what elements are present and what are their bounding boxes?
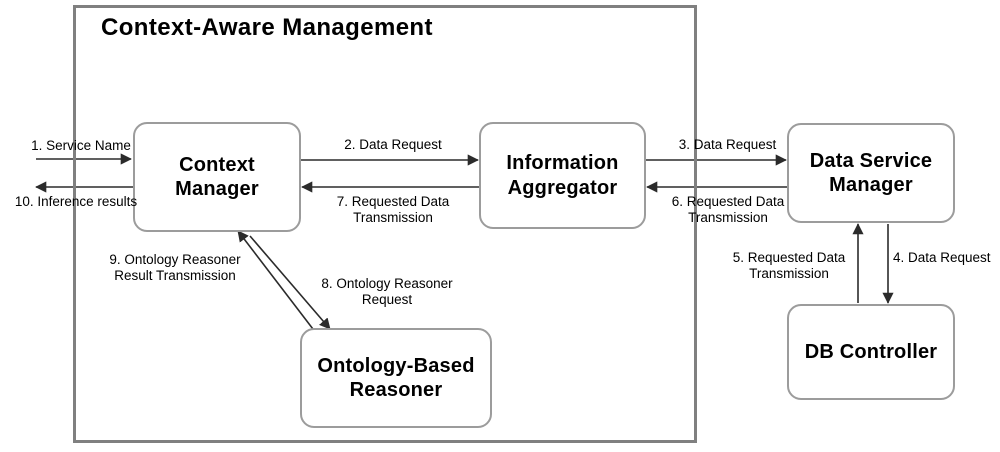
edge-label-6: 6. Requested Data Transmission	[671, 194, 785, 225]
arrow-9-ontology-reasoner-result-transmission	[237, 230, 317, 334]
node-context-manager[interactable]: Context Manager	[133, 122, 301, 232]
edge-label-3: 3. Data Request	[678, 137, 777, 152]
edge-label-1: 1. Service Name	[31, 138, 131, 153]
edge-label-2: 2. Data Request	[344, 137, 442, 152]
node-ontology-based-reasoner-label: Ontology-Based Reasoner	[317, 354, 475, 401]
node-information-aggregator[interactable]: Information Aggregator	[479, 122, 646, 229]
diagram-title: Context-Aware Management	[101, 14, 433, 41]
node-data-service-manager-label: Data Service Manager	[809, 149, 933, 196]
node-db-controller-label: DB Controller	[804, 340, 938, 363]
node-ontology-based-reasoner[interactable]: Ontology-Based Reasoner	[300, 328, 492, 428]
node-db-controller[interactable]: DB Controller	[787, 304, 955, 400]
edge-label-10: 10. Inference results	[14, 194, 138, 209]
edge-label-9: 9. Ontology Reasoner Result Transmission	[109, 252, 241, 283]
edge-label-4: 4. Data Request	[893, 250, 991, 265]
edge-label-8: 8. Ontology Reasoner Request	[321, 276, 453, 307]
node-data-service-manager[interactable]: Data Service Manager	[787, 123, 955, 223]
edge-label-5: 5. Requested Data Transmission	[732, 250, 846, 281]
node-information-aggregator-label: Information Aggregator	[506, 152, 619, 199]
context-aware-management-boundary	[73, 5, 697, 443]
arrow-8-ontology-reasoner-request	[249, 235, 331, 330]
node-context-manager-label: Context Manager	[175, 153, 259, 200]
edge-label-7: 7. Requested Data Transmission	[336, 194, 450, 225]
